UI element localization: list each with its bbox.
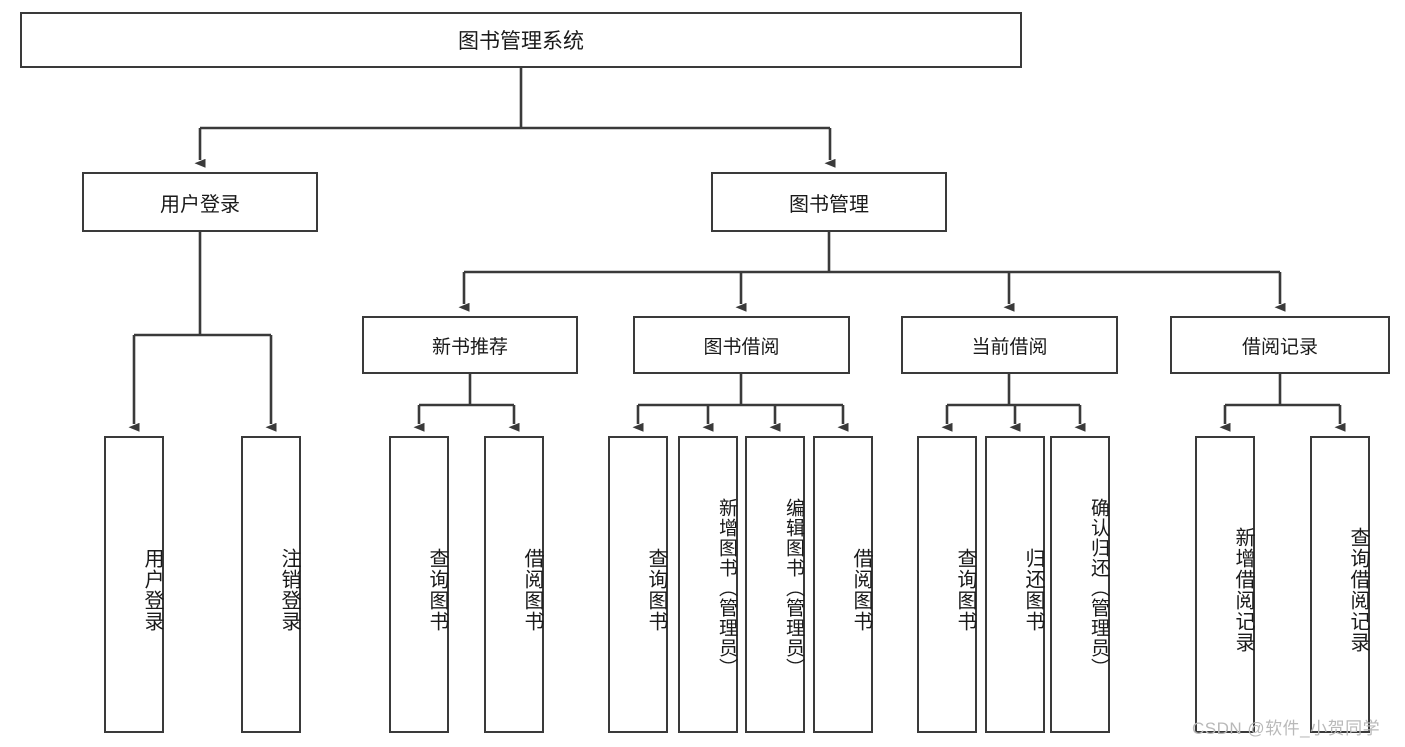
node-leaf-borrow-book-2-label: 借阅图书 (850, 547, 872, 632)
node-leaf-query-book-1[interactable]: 查询图书 (389, 436, 449, 733)
node-current-borrow[interactable]: 当前借阅 (901, 316, 1118, 374)
node-leaf-borrow-book-1-label: 借阅图书 (521, 547, 543, 632)
node-leaf-user-login-label: 用户登录 (141, 547, 163, 632)
node-leaf-borrow-book-1[interactable]: 借阅图书 (484, 436, 544, 733)
node-new-book-recommend[interactable]: 新书推荐 (362, 316, 578, 374)
node-leaf-return-book[interactable]: 归还图书 (985, 436, 1045, 733)
node-borrow-record-label: 借阅记录 (1241, 336, 1318, 358)
node-leaf-query-book-3[interactable]: 查询图书 (917, 436, 977, 733)
node-root-label: 图书管理系统 (458, 30, 584, 53)
node-leaf-query-book-1-label: 查询图书 (426, 547, 448, 632)
node-leaf-return-book-label: 归还图书 (1022, 547, 1044, 632)
node-leaf-add-book-label: 新增图书（管理员） (716, 497, 737, 678)
node-leaf-edit-book[interactable]: 编辑图书（管理员） (745, 436, 805, 733)
node-root[interactable]: 图书管理系统 (20, 12, 1022, 68)
node-borrow-record[interactable]: 借阅记录 (1170, 316, 1390, 374)
node-leaf-edit-book-label: 编辑图书（管理员） (783, 497, 804, 678)
node-current-borrow-label: 当前借阅 (971, 336, 1048, 358)
node-user-login[interactable]: 用户登录 (82, 172, 318, 232)
node-leaf-query-record[interactable]: 查询借阅记录 (1310, 436, 1370, 733)
node-leaf-confirm-return-label: 确认归还（管理员） (1088, 497, 1109, 678)
node-leaf-user-login[interactable]: 用户登录 (104, 436, 164, 733)
node-leaf-query-record-label: 查询借阅记录 (1347, 526, 1369, 653)
node-leaf-query-book-3-label: 查询图书 (954, 547, 976, 632)
node-leaf-confirm-return[interactable]: 确认归还（管理员） (1050, 436, 1110, 733)
node-book-borrow[interactable]: 图书借阅 (633, 316, 850, 374)
node-leaf-user-logout[interactable]: 注销登录 (241, 436, 301, 733)
node-user-login-label: 用户登录 (160, 193, 240, 216)
node-leaf-add-record-label: 新增借阅记录 (1232, 526, 1254, 653)
node-leaf-add-record[interactable]: 新增借阅记录 (1195, 436, 1255, 733)
node-leaf-add-book[interactable]: 新增图书（管理员） (678, 436, 738, 733)
node-book-borrow-label: 图书借阅 (703, 336, 780, 358)
node-leaf-borrow-book-2[interactable]: 借阅图书 (813, 436, 873, 733)
node-leaf-query-book-2-label: 查询图书 (645, 547, 667, 632)
node-new-book-recommend-label: 新书推荐 (431, 336, 508, 358)
node-book-manage-label: 图书管理 (789, 193, 869, 216)
watermark-text: CSDN @软件_小贺同学 (1192, 719, 1381, 738)
node-leaf-user-logout-label: 注销登录 (278, 547, 300, 632)
node-leaf-query-book-2[interactable]: 查询图书 (608, 436, 668, 733)
node-book-manage[interactable]: 图书管理 (711, 172, 947, 232)
